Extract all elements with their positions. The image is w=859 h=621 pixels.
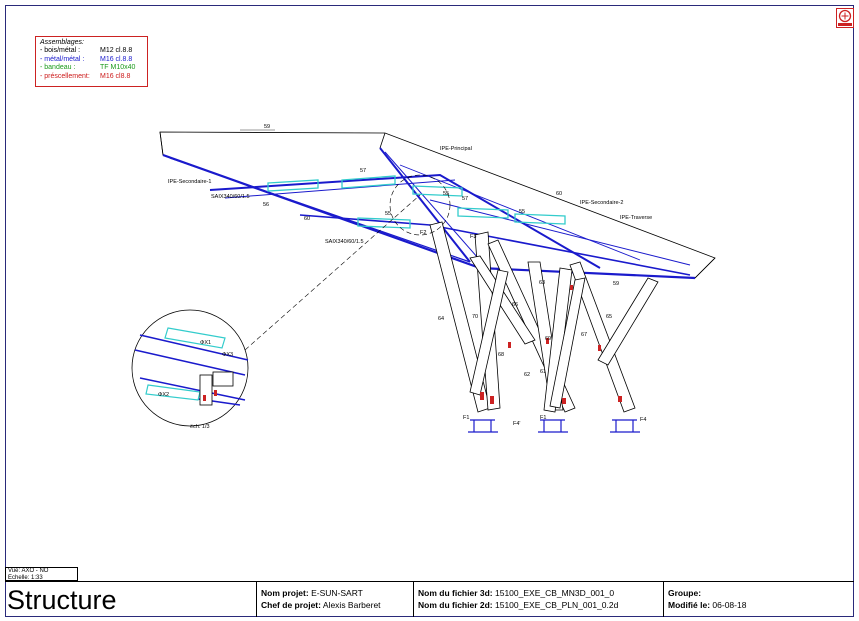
legend-row: - préscellement: M16 cl8.8 (40, 73, 143, 81)
company-logo-icon (836, 8, 854, 28)
label-63: 63 (539, 280, 545, 286)
label-ipe-secondaire-2: IPE-Secondaire-2 (580, 200, 623, 206)
label-60b: 60 (556, 191, 562, 197)
label-57b: 57 (462, 196, 468, 202)
modified-date: 06-08-18 (712, 600, 747, 610)
label-f2: F2 (420, 230, 426, 236)
label-66: 66 (512, 302, 518, 308)
legend-value: M16 cl.8.8 (100, 55, 133, 63)
label-detail-ix3: ΦX3 (222, 352, 233, 358)
label-detail-ix1: ΦX1 (200, 340, 211, 346)
label-saix-b: SAIX340/60/1.5 (325, 239, 364, 245)
view-name: Vue: AXO - NO (8, 568, 49, 574)
detail-bubble (131, 174, 451, 427)
label-55a: 55 (443, 191, 449, 197)
label-61: 61 (540, 369, 546, 375)
legend-key: - préscellement: (40, 72, 90, 80)
label-67: 67 (581, 332, 587, 338)
project-name-label: Nom projet: (261, 588, 309, 598)
label-59b: 59 (613, 281, 619, 287)
legend-value: M12 cl.8.8 (100, 47, 133, 55)
label-detail-scale: ëch. 1/3 (190, 424, 210, 430)
group-label: Groupe: (668, 588, 702, 598)
file-2d-label: Nom du fichier 2d: (418, 600, 493, 610)
legend-row: - métal/métal : M16 cl.8.8 (40, 56, 143, 64)
file-3d-label: Nom du fichier 3d: (418, 588, 493, 598)
files-cell: Nom du fichier 3d: 15100_EXE_CB_MN3D_001… (413, 582, 663, 617)
label-saix-a: SAIX340/60/1.5 (211, 194, 250, 200)
label-57a: 57 (360, 168, 366, 174)
label-64: 64 (438, 316, 444, 322)
label-f4: F4 (640, 417, 646, 423)
label-55b: 55 (519, 209, 525, 215)
label-69: 69 (545, 336, 551, 342)
columns (429, 221, 659, 413)
label-ipe-secondaire-1: IPE-Secondaire-1 (168, 179, 211, 185)
label-ipe-principal: IPE-Principal (440, 146, 472, 152)
project-manager: Alexis Barberet (322, 600, 381, 610)
legend-key: - bandeau : (40, 64, 76, 72)
label-62: 62 (524, 372, 530, 378)
label-60a: 60 (304, 216, 310, 222)
cyan-plates (267, 175, 566, 229)
meta-cell: Groupe: Modifié le: 06-08-18 (663, 582, 854, 617)
assembly-legend: Assemblages: - bois/métal : M12 cl.8.8 -… (35, 36, 148, 87)
legend-title: Assemblages: (40, 39, 84, 46)
legend-row: - bandeau : TF M10x40 (40, 64, 143, 72)
label-f3: F3 (470, 234, 476, 240)
label-f4b: F4' (513, 421, 520, 427)
label-detail-ix2: ΦX2 (158, 392, 169, 398)
label-ipe-traverse: IPE-Traverse (620, 215, 652, 221)
base-plates (468, 419, 640, 433)
label-f1b: F1 (540, 415, 546, 421)
legend-row: - bois/métal : M12 cl.8.8 (40, 47, 143, 55)
label-68: 68 (498, 352, 504, 358)
drawing-frame (5, 5, 854, 617)
legend-value: M16 cl8.8 (100, 72, 131, 80)
legend-key: - bois/métal : (40, 47, 81, 55)
roof-panel (159, 131, 716, 279)
label-59a: 59 (264, 124, 270, 130)
file-3d: 15100_EXE_CB_MN3D_001_0 (495, 588, 615, 598)
label-65: 65 (606, 314, 612, 320)
view-scale: Echelle: 1:33 (8, 574, 43, 581)
project-cell: Nom projet: E-SUN-SART Chef de projet: A… (256, 582, 413, 617)
label-56: 56 (263, 202, 269, 208)
modified-label: Modifié le: (668, 600, 711, 610)
project-name: E-SUN-SART (311, 588, 363, 598)
title-block: Structure Nom projet: E-SUN-SART Chef de… (5, 581, 854, 617)
project-manager-label: Chef de projet: (261, 600, 321, 610)
sheet-title: Structure (7, 585, 117, 615)
prescellement-pins (480, 285, 622, 404)
file-2d: 15100_EXE_CB_PLN_001_0.2d (495, 600, 619, 610)
legend-value: TF M10x40 (100, 64, 136, 72)
label-f1a: F1 (463, 415, 469, 421)
label-70: 70 (472, 314, 478, 320)
legend-key: - métal/métal : (40, 55, 85, 63)
view-box: Vue: AXO - NO Echelle: 1:33 (5, 567, 78, 581)
label-55c: 55 (385, 211, 391, 217)
